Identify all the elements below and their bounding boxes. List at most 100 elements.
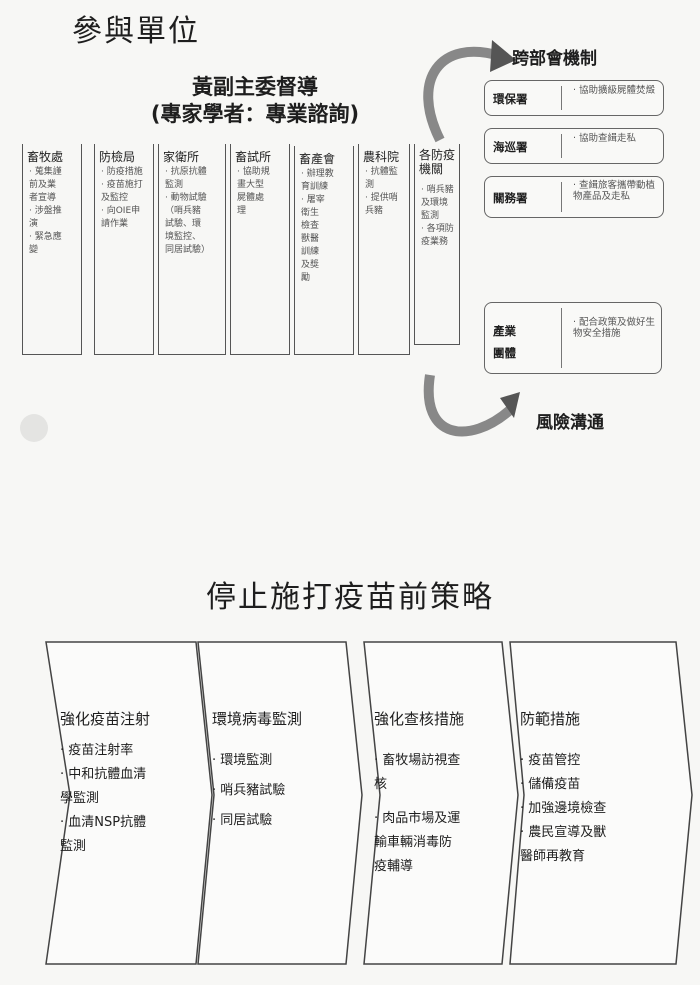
agency-item: 訓練 xyxy=(301,247,320,257)
agency-item: ‧ 屠宰 xyxy=(301,195,325,205)
stage-1: 強化疫苗注射 ‧ 疫苗注射率 ‧ 中和抗體血清 學監測 ‧ 血清NSP抗體 監測 xyxy=(60,708,200,859)
agency-item: 理 xyxy=(237,206,247,216)
agency-items: ‧ 抗體監 測 ‧ 提供哨 兵豬 xyxy=(365,166,405,218)
stage-shape-2 xyxy=(197,641,363,965)
arrow-head-top-icon xyxy=(490,40,516,72)
agency-column: 各防疫機關 ‧ 哨兵豬 及環境 監測 ‧ 各項防 疫業務 xyxy=(414,144,460,345)
agency-name: 家衛所 xyxy=(163,150,200,164)
agency-item: ‧ 各項防 xyxy=(421,224,454,234)
stage-item: ‧ 環境監測 xyxy=(212,753,273,768)
agency-item: 疫業務 xyxy=(421,237,449,247)
agency-item: ‧ 辦理教 xyxy=(301,169,334,179)
divider xyxy=(561,308,562,368)
agency-name: 各防疫機關 xyxy=(419,148,456,176)
agency-items: ‧ 抗原抗體 監測 ‧ 動物試驗 （哨兵豬 試驗、環 境監控、 同居試驗） xyxy=(165,166,221,257)
agency-item: ‧ 協助規 xyxy=(237,167,270,177)
agency-columns: 畜牧處 ‧ 蒐集謹 前及業 者宣導 ‧ 涉盤推 演 ‧ 緊急應 變 防檢局 ‧ … xyxy=(22,144,460,355)
stage-item: ‧ 畜牧場訪視查 xyxy=(374,753,461,768)
divider xyxy=(561,134,562,158)
agency-item: 演 xyxy=(29,219,39,229)
stage-item: ‧ 疫苗注射率 xyxy=(60,743,134,758)
stage-item: ‧ 疫苗管控 xyxy=(520,753,581,768)
stage-item: 核 xyxy=(374,777,388,792)
stage-2: 環境病毒監測 ‧ 環境監測 ‧ 哨兵豬試驗 ‧ 同居試驗 xyxy=(212,708,352,833)
agency-column: 農科院 ‧ 抗體監 測 ‧ 提供哨 兵豬 xyxy=(358,144,410,355)
agency-item: ‧ 緊急應 xyxy=(29,232,62,242)
cross-desc: ‧ 查緝旅客攜帶動植物產品及走私 xyxy=(573,180,656,202)
stage-item: ‧ 加強邊境檢查 xyxy=(520,801,607,816)
cross-desc: ‧ 協助查緝走私 xyxy=(573,133,637,144)
agency-item: 請作業 xyxy=(101,219,129,229)
agency-item: ‧ 提供哨 xyxy=(365,193,398,203)
strategy-chevrons xyxy=(45,641,693,965)
agency-item: 衛生 xyxy=(301,208,320,218)
stage-title: 強化查核措施 xyxy=(374,710,465,728)
agency-item: 試驗、環 xyxy=(165,219,202,229)
cross-desc: ‧ 協助擴級屍體焚燬 xyxy=(573,85,656,96)
agency-items: ‧ 哨兵豬 及環境 監測 ‧ 各項防 疫業務 xyxy=(421,184,455,249)
agency-item: 獸醫 xyxy=(301,234,320,244)
agency-item: 前及業 xyxy=(29,180,57,190)
agency-item: ‧ 涉盤推 xyxy=(29,206,62,216)
stage-shape-4 xyxy=(509,641,693,965)
agency-name: 畜試所 xyxy=(235,150,272,164)
agency-items: ‧ 防疫措施 ‧ 疫苗施打 及監控 ‧ 向OIE申 請作業 xyxy=(101,166,149,231)
agency-item: 監測 xyxy=(165,180,184,190)
stage-title: 防範措施 xyxy=(520,710,581,728)
stage-item: 輸車輛消毒防 xyxy=(374,835,453,850)
agency-item: 及監控 xyxy=(101,193,129,203)
stage-item: 醫師再教育 xyxy=(520,849,586,864)
agency-item: 畫大型 xyxy=(237,180,265,190)
agency-item: 變 xyxy=(29,245,39,255)
agency-column: 防檢局 ‧ 防疫措施 ‧ 疫苗施打 及監控 ‧ 向OIE申 請作業 xyxy=(94,144,154,355)
stage-shape-3 xyxy=(363,641,519,965)
agency-item: （哨兵豬 xyxy=(165,206,202,216)
agency-item: ‧ 向OIE申 xyxy=(101,206,141,216)
section-title-strategy: 停止施打疫苗前策略 xyxy=(206,580,494,615)
agency-item: 檢查 xyxy=(301,221,320,231)
divider xyxy=(561,182,562,212)
bottom-curved-arrow xyxy=(423,374,514,437)
agency-item: ‧ 蒐集謹 xyxy=(29,167,62,177)
stage-item: ‧ 哨兵豬試驗 xyxy=(212,783,286,798)
risk-communication-title: 風險溝通 xyxy=(536,413,604,433)
stage-title: 強化疫苗注射 xyxy=(60,710,151,728)
stage-items: ‧ 環境監測 ‧ 哨兵豬試驗 ‧ 同居試驗 xyxy=(212,749,352,833)
top-curved-arrow xyxy=(423,46,502,143)
industry-label: 產業團體 xyxy=(493,324,516,360)
stage-shape-1 xyxy=(45,641,213,965)
agency-name: 防檢局 xyxy=(99,150,136,164)
divider xyxy=(561,86,562,110)
agency-column: 畜牧處 ‧ 蒐集謹 前及業 者宣導 ‧ 涉盤推 演 ‧ 緊急應 變 xyxy=(22,144,82,355)
agency-item: 測 xyxy=(365,180,375,190)
cross-box-coast-guard: 海巡署 ‧ 協助查緝走私 xyxy=(484,128,664,164)
stage-item: ‧ 儲備疫苗 xyxy=(520,777,581,792)
stage-item: ‧ 血清NSP抗體 xyxy=(60,815,147,830)
stage-item: 疫輔導 xyxy=(374,859,414,874)
curved-arrows xyxy=(423,40,520,437)
cross-box-customs: 關務署 ‧ 查緝旅客攜帶動植物產品及走私 xyxy=(484,176,664,218)
stage-title: 環境病毒監測 xyxy=(212,710,303,728)
agency-item: 兵豬 xyxy=(365,206,384,216)
agency-item: 監測 xyxy=(421,211,440,221)
section-title-participants: 參與單位 xyxy=(72,14,200,49)
stage-3: 強化查核措施 ‧ 畜牧場訪視查 核 ‧ 肉品市場及運 輸車輛消毒防 疫輔導 xyxy=(374,708,504,879)
stage-item: ‧ 農民宣導及獸 xyxy=(520,825,607,840)
stage-4: 防範措施 ‧ 疫苗管控 ‧ 儲備疫苗 ‧ 加強邊境檢查 ‧ 農民宣導及獸 醫師再… xyxy=(520,708,670,869)
stage-items: ‧ 疫苗管控 ‧ 儲備疫苗 ‧ 加強邊境檢查 ‧ 農民宣導及獸 醫師再教育 xyxy=(520,749,670,869)
agency-item: 者宣導 xyxy=(29,193,57,203)
agency-column: 畜試所 ‧ 協助規 畫大型 屍體處 理 xyxy=(230,144,290,355)
agency-item: 及環境 xyxy=(421,198,449,208)
cross-label: 關務署 xyxy=(493,191,528,205)
agency-item: ‧ 抗原抗體 xyxy=(165,167,207,177)
agency-items: ‧ 蒐集謹 前及業 者宣導 ‧ 涉盤推 演 ‧ 緊急應 變 xyxy=(29,166,77,257)
cross-label: 海巡署 xyxy=(493,140,528,154)
expert-subtitle: (專家學者：專業諮詢) xyxy=(150,102,360,126)
agency-column: 家衛所 ‧ 抗原抗體 監測 ‧ 動物試驗 （哨兵豬 試驗、環 境監控、 同居試驗… xyxy=(158,144,226,355)
agency-name: 農科院 xyxy=(363,150,400,164)
agency-name: 畜牧處 xyxy=(27,150,64,164)
agency-column: 畜產會 ‧ 辦理教 育訓練 ‧ 屠宰 衛生 檢查 獸醫 訓練 及獎 勵 xyxy=(294,146,354,355)
agency-item: ‧ 抗體監 xyxy=(365,167,398,177)
agency-item: ‧ 哨兵豬 xyxy=(421,185,454,195)
agency-item: ‧ 疫苗施打 xyxy=(101,180,143,190)
